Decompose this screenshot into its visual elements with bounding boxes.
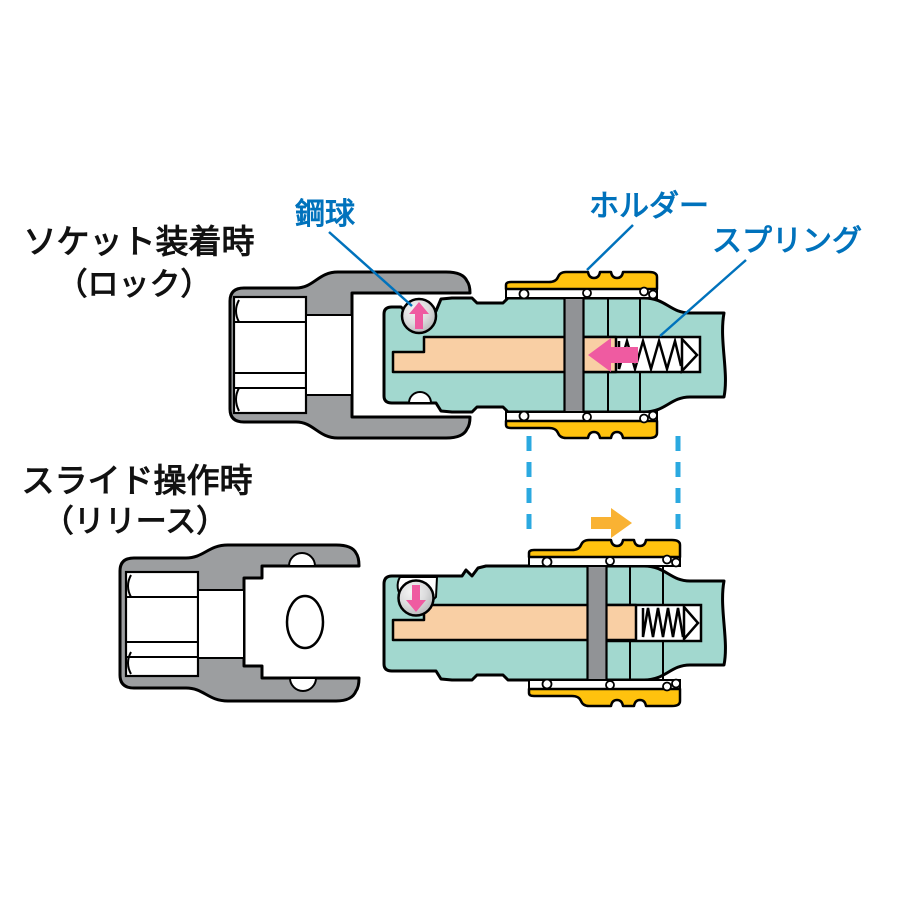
holder-lower: [504, 410, 659, 440]
socket-ball-hole: [285, 594, 325, 650]
drive-bar: [391, 335, 618, 374]
spring-coil-compressed: [641, 607, 685, 638]
socket-hex-bore: [232, 295, 308, 415]
holder-label: ホルダー: [589, 189, 709, 223]
steel-ball-label: 鋼球: [295, 197, 356, 231]
ball-groove-notch: [288, 677, 318, 692]
holder-lower: [527, 678, 682, 708]
ball-groove-notch: [407, 391, 433, 404]
drive-bar: [391, 603, 638, 642]
socket-hex-lines: [126, 574, 198, 675]
spring-plunger-cone: [682, 603, 700, 643]
anvil-groove-lines: [629, 566, 664, 680]
anvil-groove-lines: [607, 298, 641, 412]
top-title: ソケット装着時: [24, 223, 255, 260]
holder-upper: [527, 538, 682, 568]
ball-up-arrow: [409, 302, 429, 329]
holder-upper: [504, 270, 659, 300]
steel-ball-leader: [328, 231, 413, 307]
spring-force-arrow-left: [588, 338, 638, 372]
bottom-diagram-release: [118, 538, 727, 708]
spring-plunger-cone: [680, 335, 699, 375]
spring-label: スプリング: [712, 225, 862, 258]
socket-drive-window: [197, 589, 245, 659]
bottom-subtitle: （リリース）: [43, 504, 227, 539]
top-subtitle: （ロック）: [57, 267, 212, 302]
leader-lines: [328, 224, 747, 337]
socket-drive-window: [305, 314, 353, 396]
holder-pin: [586, 558, 608, 688]
top-diagram-lock: [228, 270, 727, 440]
spring-leader: [659, 259, 747, 337]
socket-hex-bore: [124, 570, 200, 678]
ball-down-arrow: [406, 585, 426, 612]
slide-right-arrow: [591, 508, 632, 538]
holder-pin: [563, 290, 585, 420]
bottom-title: スライド操作時: [22, 462, 253, 499]
holder-leader: [586, 224, 634, 271]
ball-groove-notch: [287, 552, 317, 567]
socket-hex-lines: [234, 299, 306, 412]
alignment-dashed-lines: [526, 436, 681, 540]
